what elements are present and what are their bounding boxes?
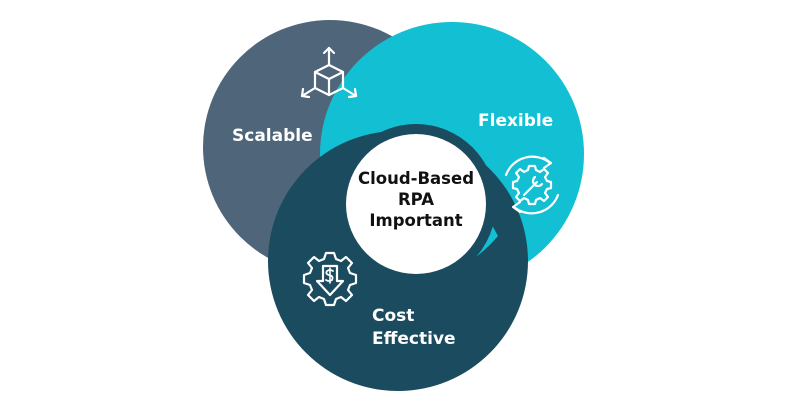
scalable-label: Scalable: [232, 126, 313, 146]
center-title-line-3: Important: [369, 211, 462, 230]
center-title-line-2: RPA: [398, 190, 434, 209]
center-circle: [346, 134, 486, 274]
gear-wrench-cycle-icon: [504, 155, 560, 215]
center-title-line-1: Cloud-Based: [358, 169, 474, 188]
cost-label-line-1: Cost: [372, 306, 414, 326]
cost-label-line-2: Effective: [372, 329, 456, 349]
flexible-label: Flexible: [478, 111, 553, 131]
gear-dollar-down-icon: [302, 251, 358, 307]
cube-expand-icon: [300, 46, 358, 99]
